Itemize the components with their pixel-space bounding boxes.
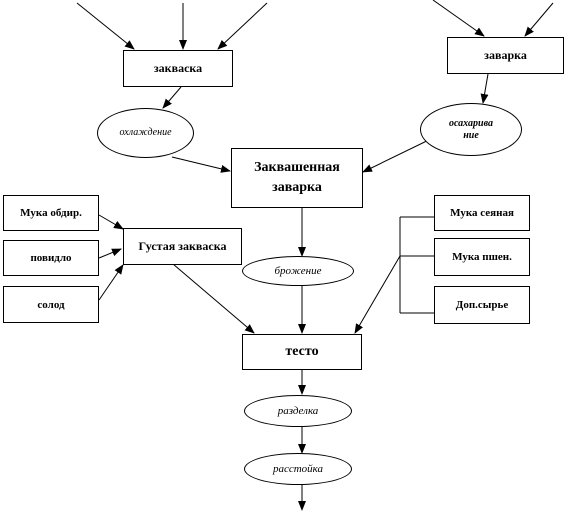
arrow-osaharivanie-to-zakvashennaya bbox=[362, 135, 438, 173]
arrow-bracket-to-testo bbox=[354, 255, 401, 334]
node-solod: солод bbox=[3, 286, 99, 323]
arrow-povidlo-to-gustaya bbox=[98, 248, 122, 259]
node-zavarka: заварка bbox=[447, 37, 564, 74]
arrow-solod-to-gustaya bbox=[98, 264, 124, 301]
node-testo: тесто bbox=[242, 334, 362, 370]
arrow-zakvaska-to-ohlazhdenie bbox=[162, 86, 182, 109]
arrow-gustaya-to-testo bbox=[172, 263, 255, 334]
arrow-input-2-to-zavarka bbox=[524, 2, 554, 37]
arrow-muka-obdir-to-gustaya bbox=[98, 214, 124, 230]
arrow-zavarka-to-osaharivanie bbox=[480, 73, 489, 104]
node-zakvaska: закваска bbox=[123, 50, 233, 87]
arrow-ohlazhdenie-to-zakvashennaya bbox=[171, 156, 231, 173]
arrow-input-3-to-zakvaska bbox=[217, 2, 268, 50]
node-muka-pshen: Мука пшен. bbox=[434, 238, 530, 276]
node-rasstoyka: расстойка bbox=[244, 453, 352, 485]
arrow-input-1-to-zakvaska bbox=[76, 2, 135, 50]
node-brozhenie: брожение bbox=[242, 256, 354, 286]
node-ohlazhdenie: охлаждение bbox=[97, 108, 194, 158]
node-muka-seyanaya: Мука сеяная bbox=[434, 195, 530, 231]
node-gustaya-zakvaska: Густая закваска bbox=[123, 228, 242, 265]
arrow-input-1-to-zavarka bbox=[432, 0, 485, 37]
node-zakvashennaya-zavarka: Заквашенная заварка bbox=[231, 148, 363, 208]
node-dop-syrye: Доп.сырье bbox=[434, 286, 530, 324]
node-povidlo: повидло bbox=[3, 240, 99, 276]
node-razdelka: разделка bbox=[244, 395, 352, 427]
node-muka-obdir: Мука обдир. bbox=[3, 195, 99, 231]
node-osaharivanie: осахарива ние bbox=[420, 103, 522, 156]
